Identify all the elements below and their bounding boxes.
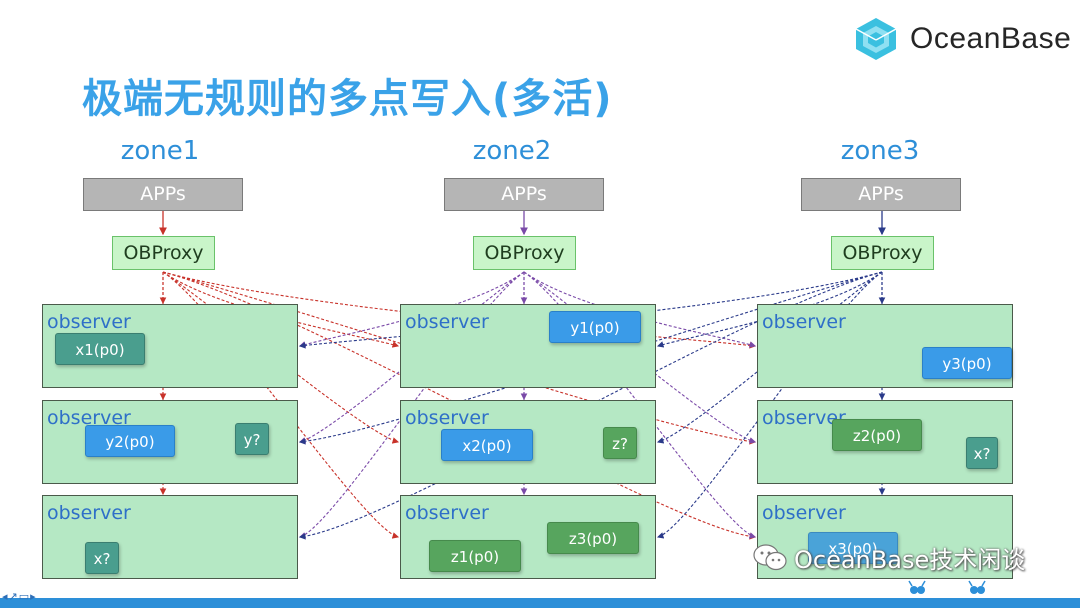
observer-box: observer z1(p0) z3(p0)	[400, 495, 656, 579]
observer-label: observer	[762, 311, 846, 333]
watermark-text: OceanBase技术闲谈	[794, 546, 1026, 574]
ant-mascot-icon	[968, 580, 986, 594]
brand-name: OceanBase	[910, 22, 1072, 55]
partition-box: z2(p0)	[832, 419, 922, 451]
partition-box: x?	[966, 437, 998, 469]
slide-nav-icons[interactable]: ◂↗▭▸	[2, 590, 37, 603]
apps-box: APPs	[83, 178, 243, 211]
observer-label: observer	[47, 502, 131, 524]
observer-label: observer	[762, 502, 846, 524]
observer-label: observer	[762, 407, 846, 429]
zone-label: zone2	[472, 136, 552, 166]
apps-box: APPs	[444, 178, 604, 211]
ant-mascot-icon	[908, 580, 926, 594]
observer-label: observer	[405, 502, 489, 524]
observer-box: observer y3(p0)	[757, 304, 1013, 388]
observer-box: observer y1(p0)	[400, 304, 656, 388]
brand-logo-block: OceanBase	[852, 16, 1071, 62]
bottom-bar	[0, 598, 1080, 608]
slide-title: 极端无规则的多点写入(多活)	[82, 76, 613, 122]
zone-label: zone3	[840, 136, 920, 166]
zone-label: zone1	[120, 136, 200, 166]
partition-box: y3(p0)	[922, 347, 1012, 379]
watermark: OceanBase技术闲谈	[752, 540, 1025, 575]
partition-box: y?	[235, 423, 269, 455]
observer-box: observer x3(p0)	[757, 495, 1013, 579]
partition-box: x?	[85, 542, 119, 574]
observer-label: observer	[47, 311, 131, 333]
observer-box: observer x?	[42, 495, 298, 579]
obproxy-box: OBProxy	[473, 236, 576, 270]
partition-box: y2(p0)	[85, 425, 175, 457]
apps-to-proxy-arrows	[159, 211, 886, 236]
partition-box: y1(p0)	[549, 311, 641, 343]
partition-box: x2(p0)	[441, 429, 533, 461]
obproxy-box: OBProxy	[112, 236, 215, 270]
partition-box: z1(p0)	[429, 540, 521, 572]
observer-label: observer	[405, 407, 489, 429]
partition-box: z3(p0)	[547, 522, 639, 554]
partition-box: x3(p0)	[808, 532, 898, 564]
oceanbase-logo-icon	[855, 18, 897, 60]
observer-label: observer	[405, 311, 489, 333]
wechat-icon	[753, 543, 787, 570]
obproxy-box: OBProxy	[831, 236, 934, 270]
observer-label: observer	[47, 407, 131, 429]
partition-box: x1(p0)	[55, 333, 145, 365]
partition-box: z?	[603, 427, 637, 459]
apps-box: APPs	[801, 178, 961, 211]
